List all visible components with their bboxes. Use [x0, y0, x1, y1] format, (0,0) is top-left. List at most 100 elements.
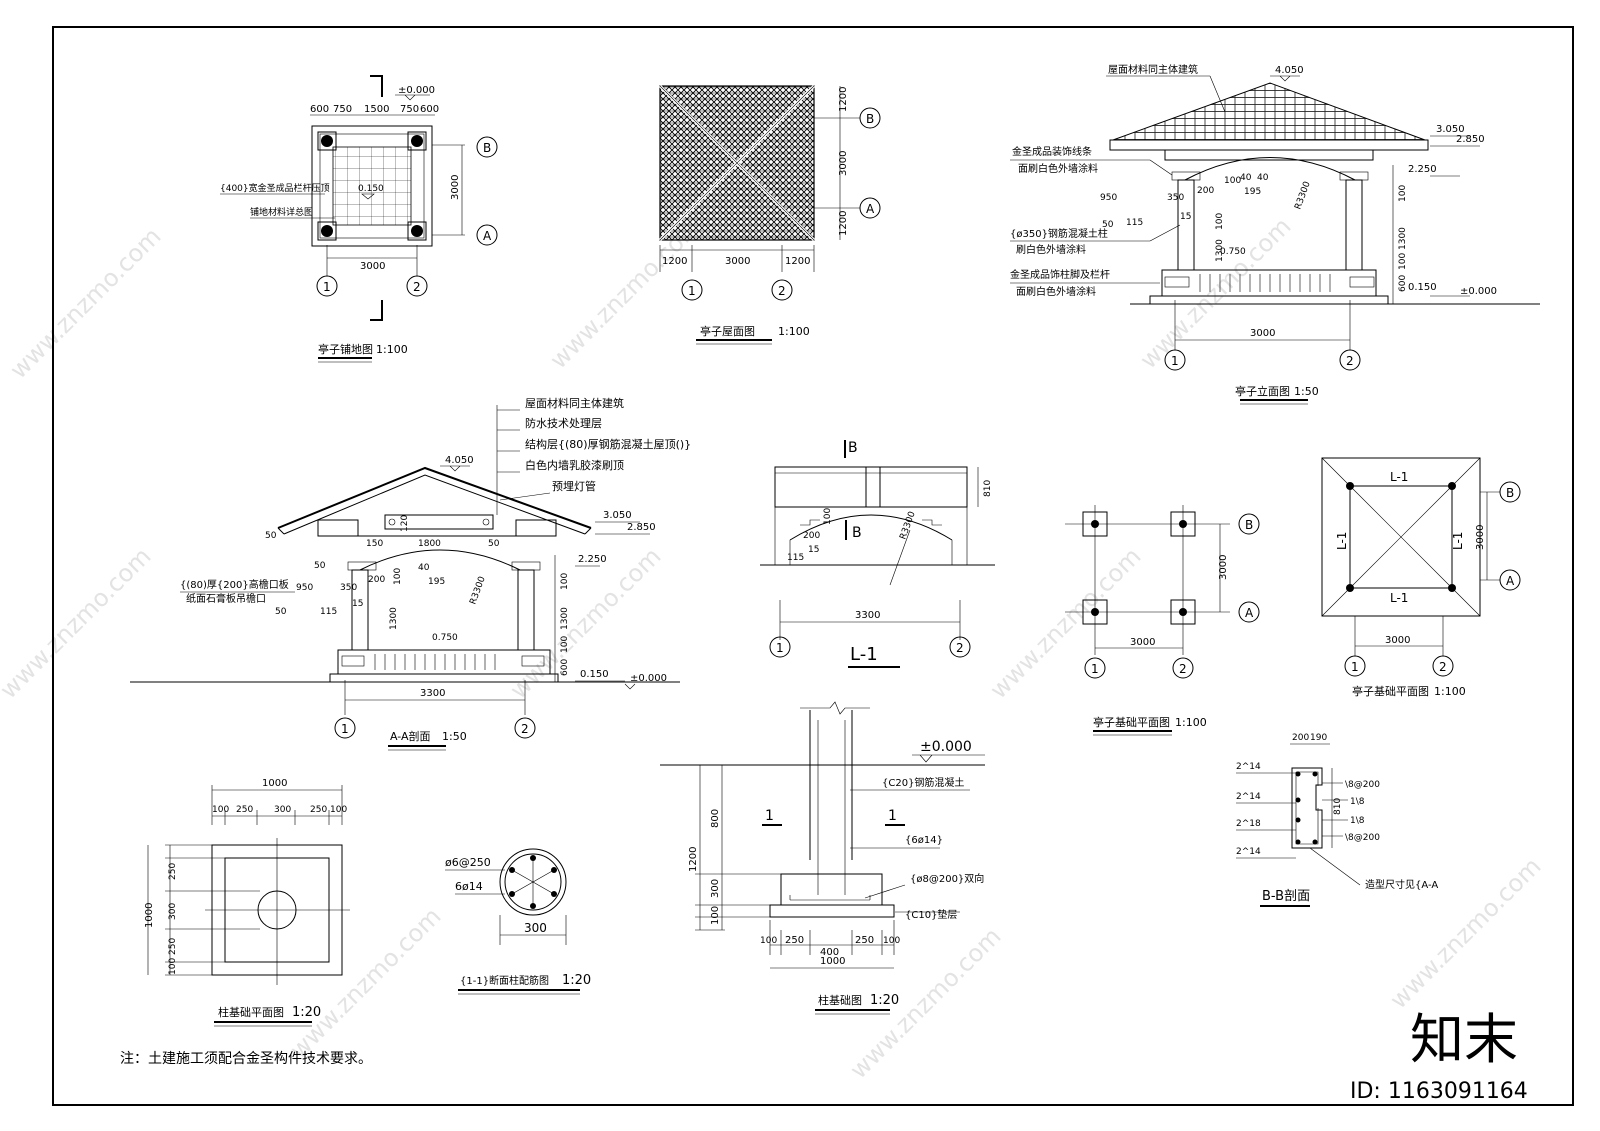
dimension-text: 200 [368, 575, 385, 585]
dimension-text: 100 [1215, 213, 1225, 230]
level-label: 4.050 [1275, 65, 1304, 76]
watermark-layer: www.znzmo.com www.znzmo.com www.znzmo.co… [0, 212, 1547, 1084]
dimension-text: 250 [785, 935, 804, 946]
dimension-text: 600 [560, 659, 570, 676]
dimension-text: 3000 [450, 175, 461, 200]
level-label: 2.850 [1456, 134, 1485, 145]
dimension-text: 3300 [855, 610, 880, 621]
note-text: {C10}垫层 [905, 908, 957, 921]
rebar-label: 2^14 [1236, 847, 1261, 857]
dimension-text: 100 [168, 958, 178, 975]
drawing-scale: 1:20 [562, 973, 591, 988]
axis-label: 1 [776, 641, 784, 655]
rebar-label: 2^14 [1236, 762, 1261, 772]
beam-label: L-1 [1335, 532, 1349, 550]
dimension-text: 100 [330, 805, 347, 815]
dimension-text: 150 [366, 539, 383, 549]
dimension-text: 100 [883, 936, 900, 946]
axis-label: 1 [1351, 660, 1359, 674]
axis-label: B [483, 141, 491, 155]
dimension-text: 1200 [838, 87, 849, 112]
drawing-title: A-A剖面 [390, 729, 431, 743]
dimension-text: 100 [710, 906, 721, 925]
note-text: {400}宽金圣成品栏杆压顶 [220, 182, 330, 194]
beam-label: L-1 [1390, 470, 1408, 484]
rebar-label: 2^18 [1236, 819, 1261, 829]
drawing-scale: 1:100 [778, 325, 810, 338]
dimension-text: 200 [1292, 733, 1309, 743]
cut-label: 1 [765, 808, 774, 824]
dimension-text: 115 [1126, 218, 1143, 228]
dimension-text: 100 [823, 508, 833, 525]
radius-label: R3300 [898, 510, 917, 541]
level-label: ±0.000 [630, 673, 667, 684]
dimension-text: 250 [168, 863, 178, 880]
dimension-text: 1300 [560, 607, 570, 630]
drawing-title: L-1 [850, 644, 878, 665]
note-text: 面刷白色外墙涂料 [1016, 285, 1096, 298]
axis-label: 1 [1171, 354, 1179, 368]
dimension-text: 250 [855, 935, 874, 946]
axis-label: B [866, 112, 874, 126]
dimension-text: 3000 [1385, 635, 1410, 646]
dimension-text: 300 [274, 805, 291, 815]
floor-plan: ±0.000 600 750 1500 750 600 0.150 3000 1… [220, 75, 498, 363]
axis-label: A [1506, 574, 1515, 588]
dimension-text: 100 [393, 568, 403, 585]
axis-label: 1 [688, 284, 696, 298]
section-aa: 4.050 屋面材料同主体建筑 防水技术处理层 结构层{(80)厚钢筋混凝土屋顶… [130, 396, 691, 751]
dimension-text: 3000 [725, 256, 750, 267]
dimension-text: 300 [524, 921, 547, 935]
note-text: 纸面石膏板吊檐口 [186, 592, 266, 605]
radius-label: R3300 [468, 575, 487, 606]
note-text: 屋面材料同主体建筑 [1108, 63, 1198, 76]
drawing-title: B-B剖面 [1262, 889, 1310, 904]
dimension-text: 50 [265, 531, 277, 541]
level-label: ±0.000 [920, 739, 972, 755]
watermark-text: www.znzmo.com [984, 542, 1146, 704]
sheet-border [52, 26, 1574, 1106]
watermark-text: www.znzmo.com [4, 222, 166, 384]
note-text: 金圣成品装饰线条 [1012, 145, 1092, 158]
level-label: 2.250 [1408, 164, 1437, 175]
dimension-text: 40 [1257, 173, 1269, 183]
axis-label: B [1506, 486, 1514, 500]
note-text: 铺地材料详总图 [250, 206, 313, 218]
dimension-text: 100 [212, 805, 229, 815]
dimension-text: 1300 [1398, 227, 1408, 250]
dimension-text: 300 [168, 903, 178, 920]
dimension-text: 195 [428, 577, 445, 587]
note-text: 金圣成品饰柱脚及栏杆 [1010, 268, 1110, 281]
dimension-text: 1200 [662, 256, 687, 267]
axis-label: 1 [341, 722, 349, 736]
dimension-text: 750 [333, 104, 352, 115]
axis-label: A [483, 229, 492, 243]
level-label: 0.750 [432, 633, 458, 643]
dimension-text: 50 [314, 561, 326, 571]
dimension-text: 3000 [1250, 328, 1275, 339]
footing-section: ±0.000 1 1 {C20}钢筋混凝土 {6ø14} {ø8@200}双向 … [660, 701, 985, 1015]
dimension-text: 250 [236, 805, 253, 815]
drawing-title: 柱基础图 [818, 993, 862, 1007]
dimension-text: 100 [560, 573, 570, 590]
axis-label: 2 [1439, 660, 1447, 674]
axis-label: 2 [521, 722, 529, 736]
dimension-text: 250 [168, 938, 178, 955]
drawing-scale: 1:100 [376, 343, 408, 356]
note-text: 面刷白色外墙涂料 [1018, 162, 1098, 175]
watermark-logo: 知末 [1410, 1008, 1518, 1071]
dimension-text: 1200 [785, 256, 810, 267]
beam-label: L-1 [1390, 591, 1408, 605]
dimension-text: 1800 [418, 539, 441, 549]
drawing-scale: 1:50 [442, 730, 467, 743]
drawing-scale: 1:20 [292, 1005, 321, 1020]
rebar-label: 2^14 [1236, 792, 1261, 802]
footnote: 注：土建施工须配合金圣构件技术要求。 [120, 1051, 372, 1067]
dimension-text: 195 [1244, 187, 1261, 197]
note-text: 结构层{(80)厚钢筋混凝土屋顶()} [525, 437, 691, 451]
note-text: {C20}钢筋混凝土 [882, 776, 964, 789]
note-text: 屋面材料同主体建筑 [525, 396, 624, 410]
drawing-title: {1-1}断面柱配筋图 [460, 974, 549, 987]
dimension-text: 115 [320, 607, 337, 617]
